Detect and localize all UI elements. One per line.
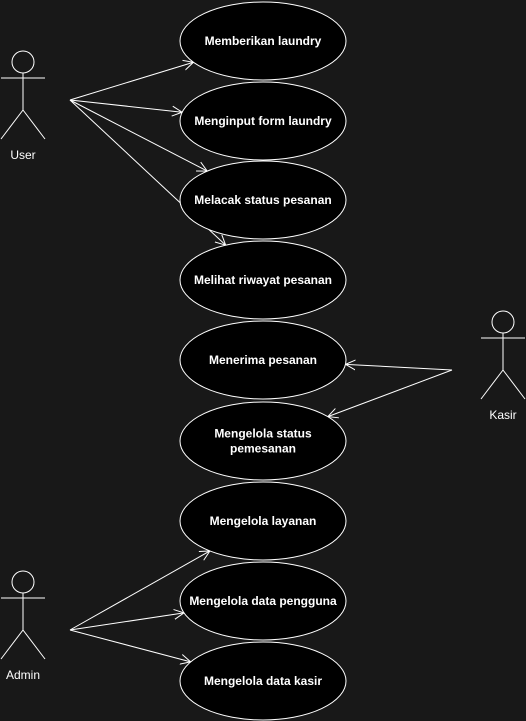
use-case-ellipse [179,1,347,81]
association-admin-uc7 [69,551,210,631]
use-case-label: Mengelola data pengguna [189,594,337,608]
use-case-uc1[interactable]: Memberikan laundry [179,1,347,81]
use-case-uc7[interactable]: Mengelola layanan [179,481,347,561]
use-case-uc9[interactable]: Mengelola data kasir [179,641,347,721]
use-case-label: Menerima pesanan [209,353,317,367]
use-case-label: pemesanan [230,442,296,456]
use-case-ellipse [179,320,347,400]
actor-label: Admin [6,668,40,682]
use-case-uc4[interactable]: Melihat riwayat pesanan [179,240,347,320]
association-user-uc1 [69,62,193,101]
use-case-label: Memberikan laundry [205,34,322,48]
association-kasir-uc6 [328,369,453,417]
use-case-label: Menginput form laundry [194,114,332,128]
actor-user[interactable]: User [0,50,46,162]
use-case-uc5[interactable]: Menerima pesanan [179,320,347,400]
use-case-label: Mengelola data kasir [204,674,322,688]
use-case-uc3[interactable]: Melacak status pesanan [179,160,347,240]
association-kasir-uc5 [345,364,453,371]
actor-label: User [10,148,35,162]
use-case-uc2[interactable]: Menginput form laundry [179,81,347,161]
use-case-ellipse [179,401,347,481]
use-case-ellipse [179,240,347,320]
actor-kasir[interactable]: Kasir [480,310,526,422]
use-case-label: Mengelola status [214,427,312,441]
association-admin-uc9 [69,629,191,662]
actor-figure-icon [0,570,46,660]
use-case-ellipse [179,561,347,641]
actor-figure-icon [480,310,526,400]
use-case-label: Melacak status pesanan [194,193,331,207]
association-admin-uc8 [69,613,184,631]
use-case-uc8[interactable]: Mengelola data pengguna [179,561,347,641]
use-case-label: Melihat riwayat pesanan [194,273,332,287]
use-case-ellipse [179,481,347,561]
association-user-uc2 [69,99,182,112]
actor-admin[interactable]: Admin [0,570,46,682]
use-case-ellipse [179,160,347,240]
association-user-uc3 [69,99,207,171]
actor-figure-icon [0,50,46,140]
use-case-ellipse [179,641,347,721]
actor-label: Kasir [489,408,516,422]
use-case-label: Mengelola layanan [210,514,317,528]
use-case-ellipse [179,81,347,161]
